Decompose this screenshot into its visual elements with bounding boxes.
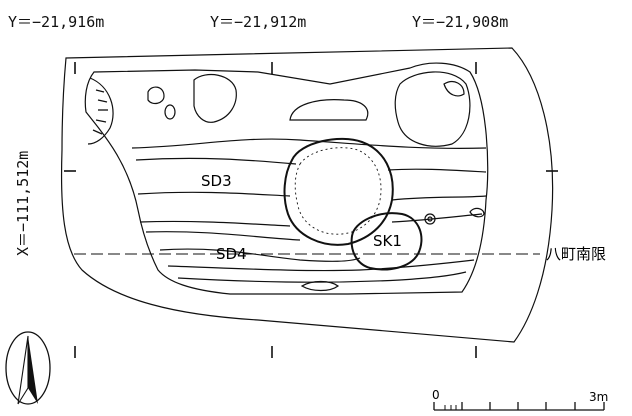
central-pit <box>283 137 394 246</box>
small-pit-1-inner <box>427 216 433 222</box>
small-pit-1 <box>424 213 436 225</box>
y-coord-label-2: Y＝−21,912m <box>210 13 306 31</box>
scale-bar: 0 3m <box>432 388 608 411</box>
sd3-band-b <box>387 168 487 173</box>
posthole-2 <box>164 104 176 120</box>
label-sd3: SD3 <box>201 172 232 190</box>
sd3-band-c <box>137 191 291 197</box>
x-coord-label: X＝−111,512m <box>14 151 32 256</box>
boundary-label: 八町南限 <box>546 245 606 263</box>
scale-end-label: 3m <box>589 390 608 404</box>
sd3-lower-edge <box>139 220 291 227</box>
y-coord-label-3: Y＝−21,908m <box>412 13 508 31</box>
sd3-lower-right <box>391 213 483 223</box>
upper-right-pit <box>394 71 471 147</box>
sd4-lower-edge <box>167 259 475 272</box>
posthole-3 <box>193 73 237 123</box>
sd3-upper-edge <box>131 138 487 149</box>
scale-start-label: 0 <box>432 388 440 402</box>
small-pit-2 <box>469 207 485 218</box>
sd3-band-d <box>391 195 487 201</box>
sd4-floor-pit <box>300 280 340 292</box>
posthole-1 <box>147 86 165 105</box>
sd4-inner <box>159 248 361 262</box>
left-niche <box>87 77 114 145</box>
upper-pit <box>289 99 369 121</box>
label-sk1: SK1 <box>373 232 402 250</box>
sd4-upper-edge <box>145 231 301 241</box>
excavation-outline <box>60 47 554 343</box>
label-sd4: SD4 <box>216 245 247 263</box>
hatch-marks <box>92 89 108 135</box>
north-arrow-icon <box>5 331 51 405</box>
sd3-band-a <box>135 157 297 165</box>
central-pit-inner <box>294 147 382 235</box>
pit-outline <box>84 62 489 295</box>
sd4-lower-edge-2 <box>177 271 467 283</box>
upper-right-inner <box>443 81 465 97</box>
y-coord-label-1: Y＝−21,916m <box>8 13 104 31</box>
